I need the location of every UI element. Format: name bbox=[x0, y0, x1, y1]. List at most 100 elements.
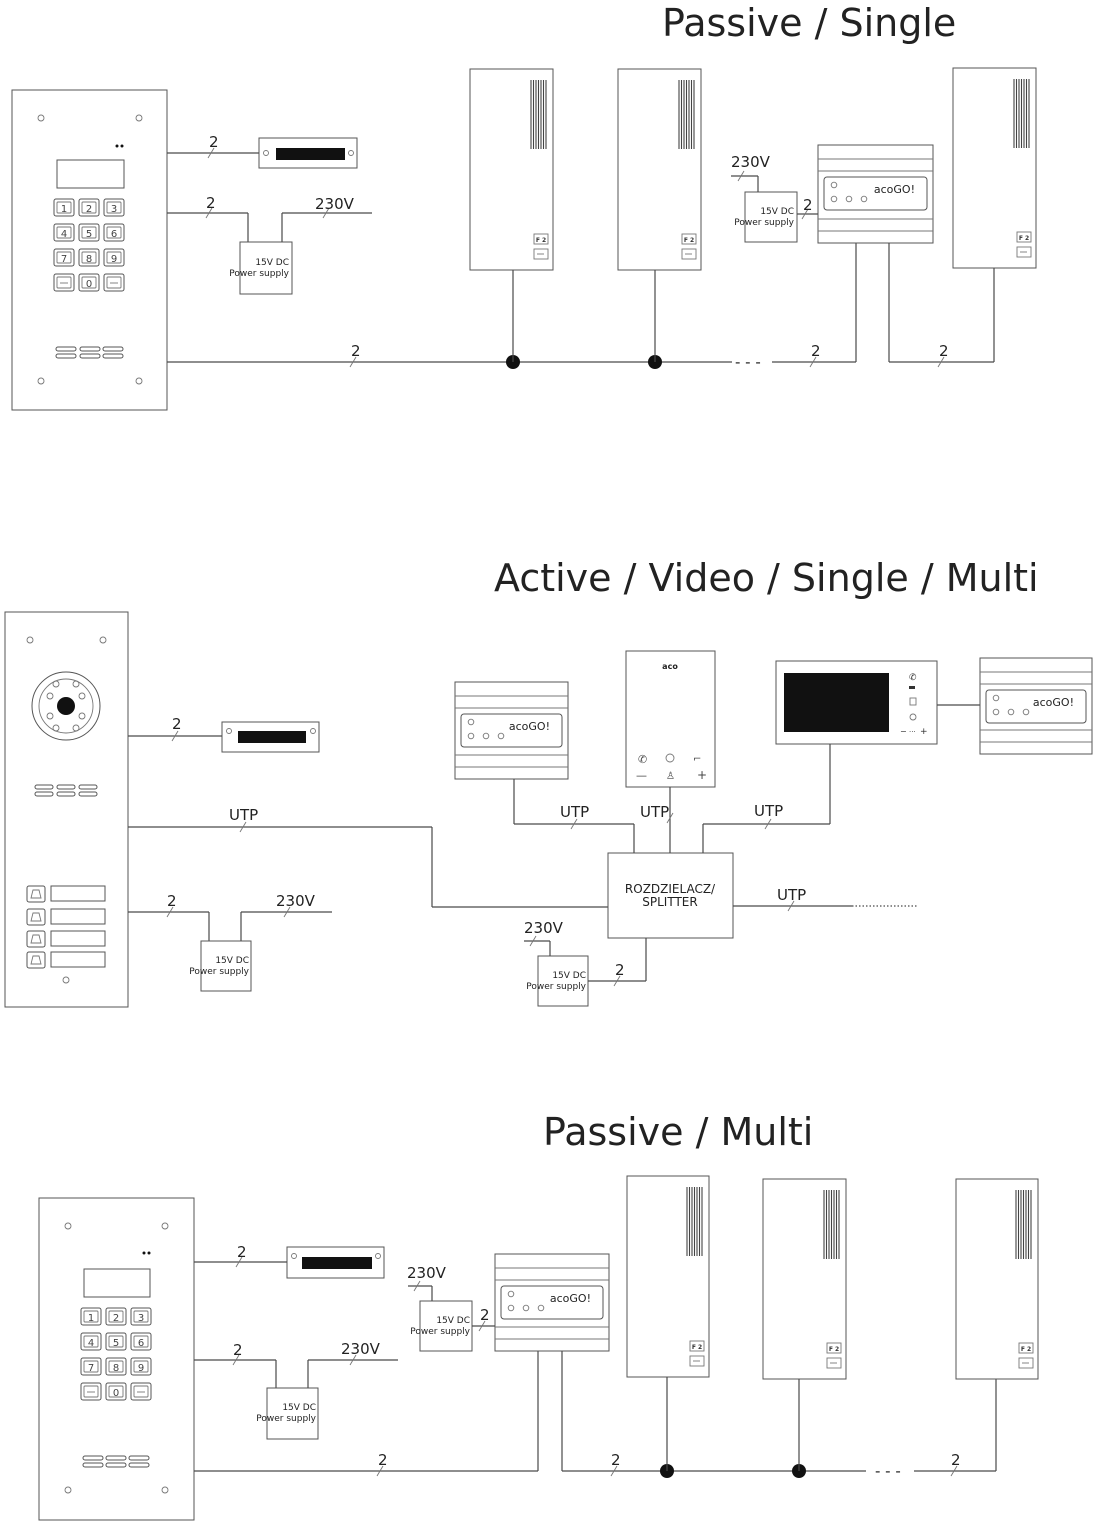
keypad-key bbox=[78, 223, 100, 242]
keypad-key bbox=[105, 1357, 127, 1376]
keypad-key-label: 6 bbox=[138, 1338, 144, 1349]
svg-text:2: 2 bbox=[480, 1306, 490, 1324]
wire-count: 2 bbox=[206, 194, 216, 212]
user-icon: ♙ bbox=[666, 771, 675, 782]
handset: F 2 bbox=[762, 1178, 847, 1380]
handset: F 2 bbox=[626, 1175, 710, 1378]
wire-count: 2 bbox=[209, 133, 219, 151]
svg-text:+: + bbox=[697, 768, 707, 782]
led-icon bbox=[830, 195, 838, 203]
power-supply bbox=[266, 1387, 319, 1440]
f2-button bbox=[1016, 231, 1032, 243]
keypad-key bbox=[80, 1307, 102, 1326]
power-supply bbox=[239, 241, 293, 295]
led-icon bbox=[507, 1304, 515, 1312]
led-icon bbox=[1007, 708, 1015, 716]
f2-button bbox=[689, 1340, 705, 1352]
svg-text:−: − bbox=[900, 727, 907, 736]
keypad-key-label: 0 bbox=[113, 1388, 119, 1399]
svg-text:Power supply: Power supply bbox=[189, 967, 249, 977]
svg-text:—: — bbox=[636, 769, 647, 782]
monitor-screen bbox=[784, 673, 889, 732]
svg-text:2: 2 bbox=[237, 1243, 247, 1261]
svg-text:2: 2 bbox=[951, 1451, 961, 1469]
keypad-key bbox=[103, 248, 125, 267]
bell-icon bbox=[30, 934, 42, 944]
keypad-key-label: 1 bbox=[88, 1313, 94, 1324]
speaker-grille bbox=[82, 1455, 150, 1468]
cable-utp: UTP bbox=[229, 806, 258, 824]
keypad-key bbox=[103, 273, 125, 292]
splitter bbox=[607, 852, 734, 939]
video-monitor: ✆ − ··· + bbox=[775, 660, 938, 745]
door-lock bbox=[221, 721, 320, 753]
svg-text:2: 2 bbox=[351, 342, 361, 360]
section-title-passive-single: Passive / Single bbox=[662, 1, 956, 45]
keypad-key bbox=[53, 273, 75, 292]
svg-text:230V: 230V bbox=[407, 1264, 447, 1282]
mains-voltage: 230V bbox=[315, 195, 355, 213]
keypad-key bbox=[80, 1332, 102, 1351]
keypad-key-label: 0 bbox=[86, 279, 92, 290]
call-button bbox=[26, 951, 46, 969]
svg-text:15V DC: 15V DC bbox=[436, 1316, 470, 1326]
display-window bbox=[83, 1268, 151, 1298]
keypad-key-label: 5 bbox=[113, 1338, 119, 1349]
keypad-key bbox=[103, 223, 125, 242]
f2-button bbox=[533, 233, 549, 245]
section-title-active-video: Active / Video / Single / Multi bbox=[494, 556, 1039, 600]
svg-text:15V DC: 15V DC bbox=[282, 1403, 316, 1413]
svg-text:2: 2 bbox=[233, 1341, 243, 1359]
svg-text:Power supply: Power supply bbox=[526, 982, 586, 992]
svg-text:F 2: F 2 bbox=[692, 1344, 702, 1351]
power-supply bbox=[537, 955, 589, 1007]
key-icon bbox=[826, 1357, 842, 1369]
keypad-key-label: 4 bbox=[61, 229, 67, 240]
keypad-key-label: 5 bbox=[86, 229, 92, 240]
phone-icon: ✆ bbox=[909, 673, 917, 683]
svg-text:Power supply: Power supply bbox=[410, 1327, 470, 1337]
power-supply bbox=[744, 191, 798, 243]
keypad-key bbox=[105, 1332, 127, 1351]
keypad-key-label: 1 bbox=[61, 204, 67, 215]
keypad-key bbox=[78, 273, 100, 292]
keypad-key-label: 8 bbox=[86, 254, 92, 265]
keypad-key bbox=[103, 198, 125, 217]
acogo-module: acoGO! bbox=[454, 681, 569, 780]
f2-button bbox=[1018, 1342, 1034, 1354]
svg-text:2: 2 bbox=[811, 342, 821, 360]
video-intercom-handset: aco ✆ ⌐ — ♙ + bbox=[625, 650, 716, 788]
svg-text:UTP: UTP bbox=[754, 802, 783, 820]
led-icon bbox=[522, 1304, 530, 1312]
keypad-key bbox=[78, 248, 100, 267]
svg-text:230V: 230V bbox=[524, 919, 564, 937]
power-supply bbox=[419, 1300, 473, 1352]
name-plate bbox=[50, 930, 106, 947]
led-icon bbox=[467, 732, 475, 740]
handset: F 2 bbox=[617, 68, 702, 271]
name-plate bbox=[50, 951, 106, 968]
camera-lens-icon bbox=[57, 697, 75, 715]
svg-text:Power supply: Power supply bbox=[734, 218, 794, 228]
svg-text:acoGO!: acoGO! bbox=[550, 1292, 591, 1305]
call-button bbox=[26, 930, 46, 948]
keypad-key-label: 6 bbox=[111, 229, 117, 240]
svg-text:Power supply: Power supply bbox=[256, 1414, 316, 1424]
key-icon: ⌐ bbox=[693, 754, 701, 765]
svg-text:230V: 230V bbox=[341, 1340, 381, 1358]
keypad-key bbox=[53, 248, 75, 267]
bell-icon bbox=[30, 889, 42, 899]
ellipsis: - - - bbox=[735, 353, 761, 371]
key-icon bbox=[681, 248, 697, 260]
svg-text:F 2: F 2 bbox=[1021, 1346, 1031, 1353]
svg-text:UTP: UTP bbox=[777, 886, 806, 904]
name-plate bbox=[50, 885, 106, 902]
keypad-key-label: 3 bbox=[111, 204, 117, 215]
svg-text:15V DC: 15V DC bbox=[552, 971, 586, 981]
svg-text:2: 2 bbox=[939, 342, 949, 360]
svg-text:Power supply: Power supply bbox=[229, 269, 289, 279]
keypad-key bbox=[130, 1382, 152, 1401]
led-icon bbox=[482, 732, 490, 740]
